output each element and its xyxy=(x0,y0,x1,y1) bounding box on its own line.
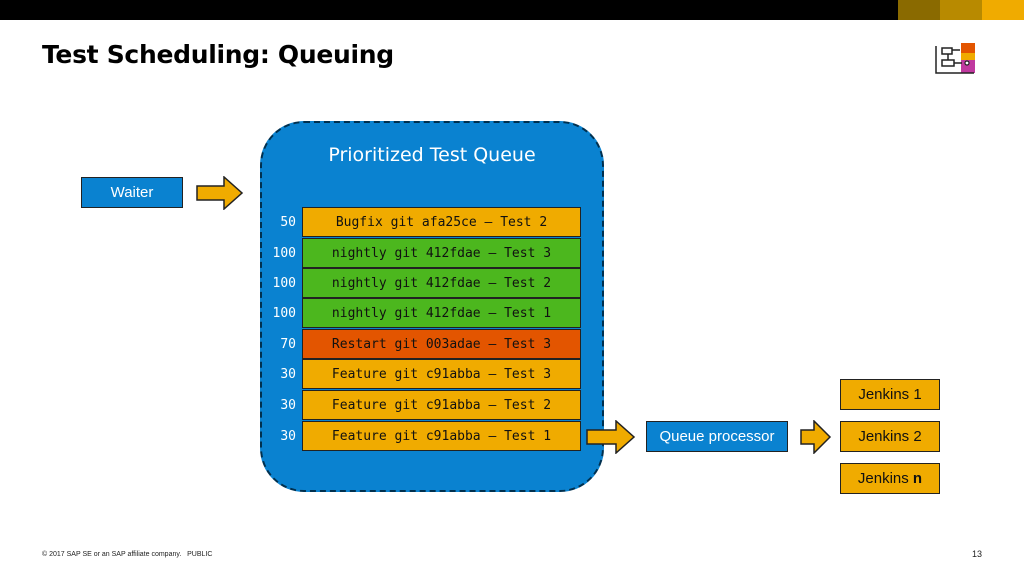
arrow-queue-to-processor-icon xyxy=(586,420,636,454)
arrow-waiter-to-queue-icon xyxy=(196,176,244,210)
queue-item: Restart git 003adae – Test 3 xyxy=(302,329,581,359)
copyright-footer: © 2017 SAP SE or an SAP affiliate compan… xyxy=(42,551,213,558)
queue-item: nightly git 412fdae – Test 3 xyxy=(302,238,581,268)
queue-item-priority: 30 xyxy=(280,398,296,413)
queue-item-priority: 100 xyxy=(272,276,296,291)
queue-item-priority: 50 xyxy=(280,215,296,230)
queue-item-priority: 100 xyxy=(272,306,296,321)
queue-title: Prioritized Test Queue xyxy=(328,144,536,166)
arrow-processor-to-jenkins-icon xyxy=(800,420,832,454)
queue-item-priority: 30 xyxy=(280,429,296,444)
workflow-icon xyxy=(935,43,975,74)
jenkins-label: Jenkins xyxy=(857,470,913,487)
jenkins-node-n: Jenkins n xyxy=(840,463,940,494)
queue-item: Bugfix git afa25ce – Test 2 xyxy=(302,207,581,237)
queue-item: nightly git 412fdae – Test 2 xyxy=(302,268,581,298)
jenkins-node-2: Jenkins 2 xyxy=(840,421,940,452)
queue-processor-node: Queue processor xyxy=(646,421,788,452)
queue-item-priority: 70 xyxy=(280,337,296,352)
brand-stripe-3 xyxy=(982,0,1024,20)
queue-item: Feature git c91abba – Test 1 xyxy=(302,421,581,451)
page-number: 13 xyxy=(971,549,982,559)
slide-title: Test Scheduling: Queuing xyxy=(42,40,394,69)
queue-item-priority: 100 xyxy=(272,246,296,261)
queue-item: Feature git c91abba – Test 2 xyxy=(302,390,581,420)
brand-stripe-1 xyxy=(898,0,940,20)
brand-stripe-2 xyxy=(940,0,982,20)
jenkins-label-suffix: n xyxy=(912,470,923,487)
top-brand-bar xyxy=(0,0,1024,20)
queue-item: nightly git 412fdae – Test 1 xyxy=(302,298,581,328)
jenkins-label: Jenkins 2 xyxy=(858,428,922,445)
queue-item-priority: 30 xyxy=(280,367,296,382)
waiter-node: Waiter xyxy=(81,177,183,208)
jenkins-node-1: Jenkins 1 xyxy=(840,379,940,410)
queue-item: Feature git c91abba – Test 3 xyxy=(302,359,581,389)
jenkins-label: Jenkins 1 xyxy=(858,386,922,403)
